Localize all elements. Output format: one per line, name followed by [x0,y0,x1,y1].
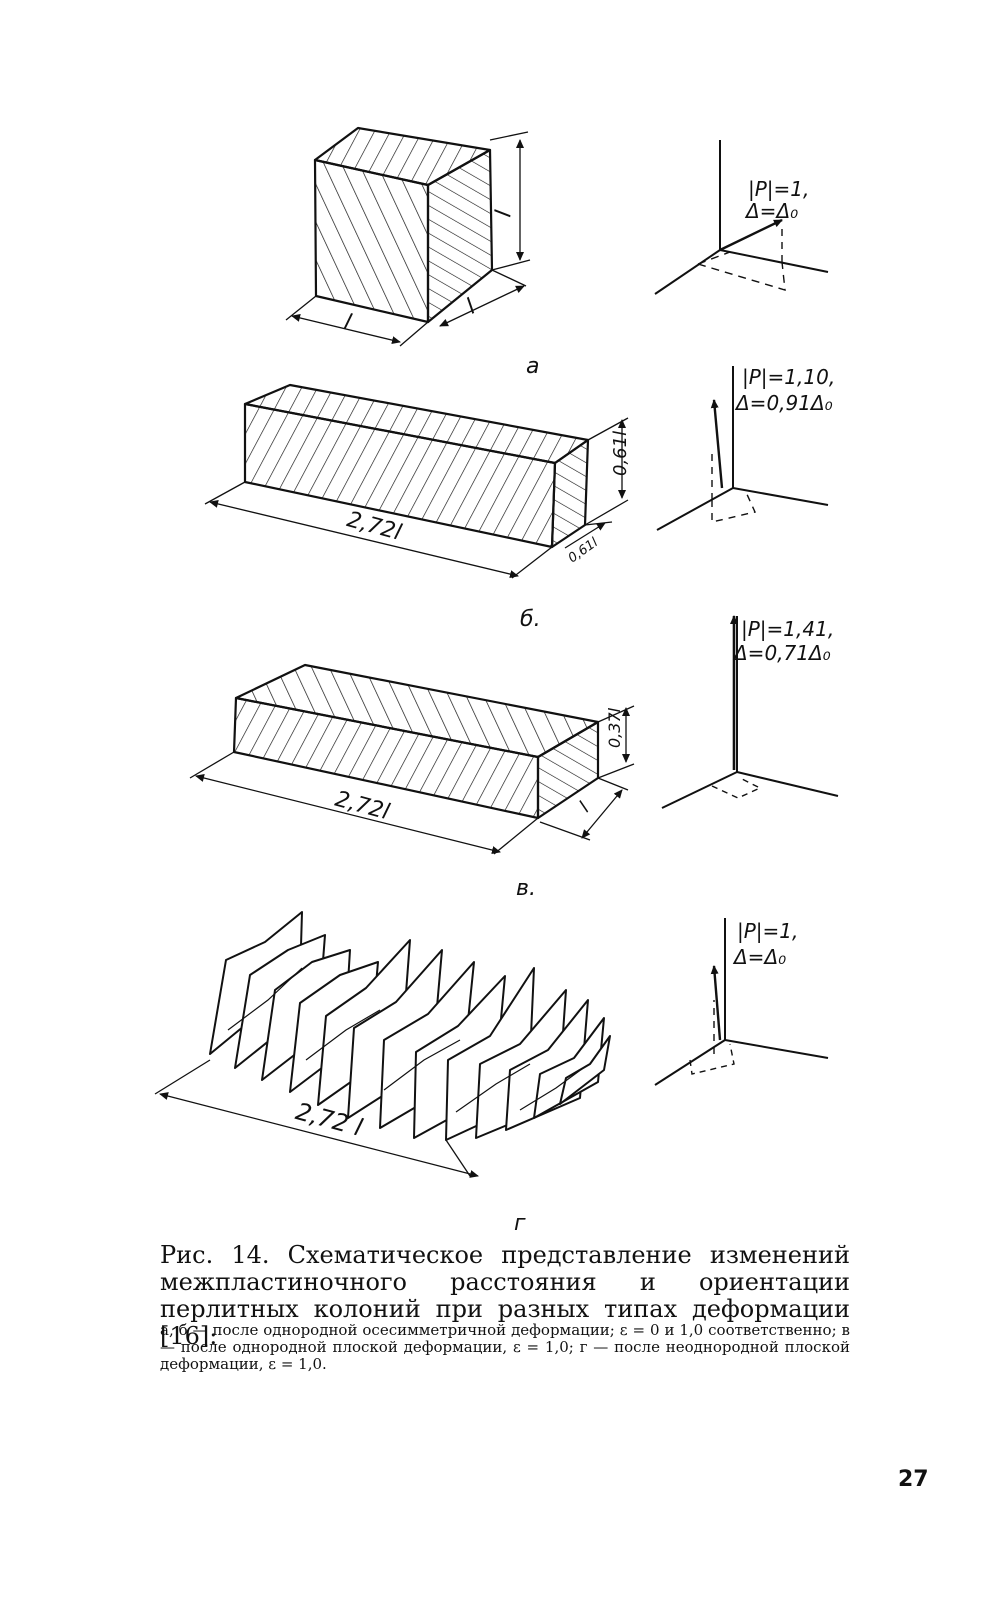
delta-label-g: Δ=Δ₀ [732,945,786,969]
cube [313,126,494,324]
panel-b-letter: б. [520,607,541,632]
lamellae-stack [209,911,611,1141]
block-v [232,663,600,820]
panel-a-letter: а [526,354,539,379]
p-label-b: |P|=1,10, [742,365,835,389]
delta-label-a: Δ=Δ₀ [744,199,798,223]
figure-caption: Рис. 14. Схематическое представление изм… [160,1241,850,1350]
block-b-dimensions [204,417,629,579]
cube-depth-label: l [462,295,480,320]
panel-v: 0,37l 2,72l l в. |P|=1,41, Δ=0,71Δ₀ [189,615,839,901]
lamellae-dimension [154,1059,479,1178]
p-label-a: |P|=1, [748,177,809,201]
block-b-depth-label: 0,61l [566,535,602,566]
lamellae-shading [227,967,587,1113]
panel-v-letter: в. [516,876,536,901]
block-v-dimensions [189,705,635,855]
panel-a: l l l а |P|=1, Δ=Δ₀ [285,126,829,379]
page-number: 27 [898,1467,929,1492]
cube-dimensions [285,131,531,347]
block-v-height-label: 0,37l [605,707,624,748]
orientation-diagram-v [661,615,839,809]
orientation-diagram-g [654,918,829,1086]
block-b-height-label: 0,61l [610,431,631,476]
figure-14: l l l а |P|=1, Δ=Δ₀ [154,126,839,1236]
panel-b: 0,61l 2,72l 0,61l б. |P|=1,10, Δ=0,91Δ₀ [204,365,835,632]
orientation-diagram-b [656,366,829,531]
cube-height-label: l [491,209,517,219]
cube-side-label: l [341,310,353,336]
block-v-depth-label: l [575,798,593,816]
delta-label-v: Δ=0,71Δ₀ [732,641,831,665]
delta-label-b: Δ=0,91Δ₀ [734,391,833,415]
p-label-v: |P|=1,41, [741,617,834,641]
orientation-diagram-a [654,140,829,295]
panel-g-letter: г [514,1211,526,1236]
block-v-length-label: 2,72l [332,787,392,825]
p-label-g: |P|=1, [737,919,798,943]
figure-caption-note: а, б — после однородной осесимметричной … [160,1321,850,1373]
panel-g: 2,72 l г |P|=1, Δ=Δ₀ [154,911,829,1236]
